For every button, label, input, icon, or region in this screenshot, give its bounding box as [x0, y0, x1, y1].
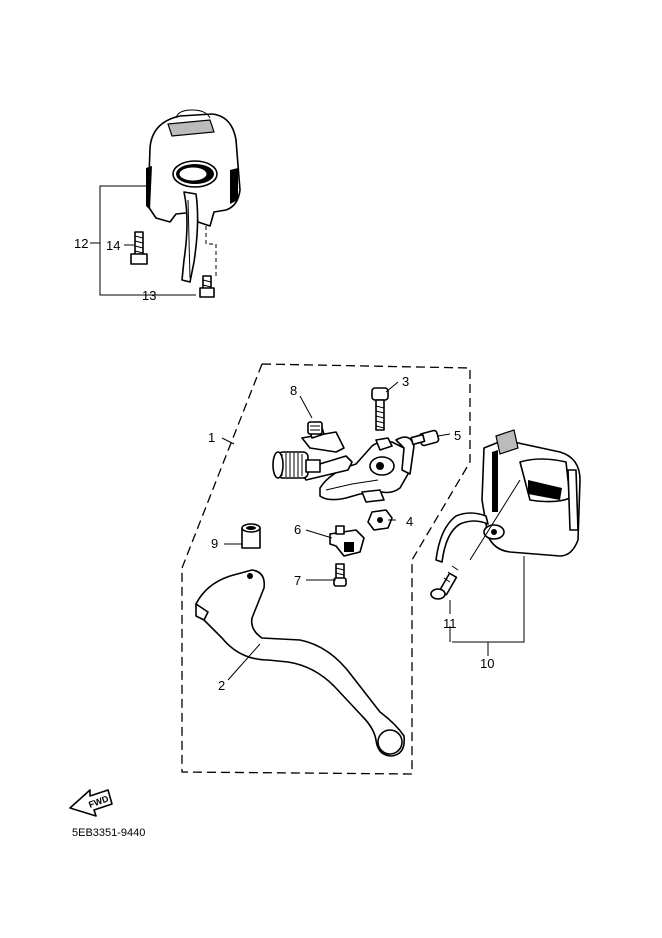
screw-8 — [307, 421, 323, 435]
callout-13: 13 — [142, 288, 156, 303]
collar-9 — [241, 523, 261, 549]
callout-10: 10 — [480, 656, 494, 671]
forward-arrow-icon: FWD — [69, 789, 113, 817]
callout-2: 2 — [218, 678, 225, 693]
callout-11: 11 — [443, 616, 457, 631]
callout-4: 4 — [406, 514, 413, 529]
handlebar-switch-assembly — [146, 109, 241, 283]
switch-housing-10 — [435, 429, 581, 563]
callout-7: 7 — [294, 573, 301, 588]
callout-8: 8 — [290, 383, 297, 398]
screw-5 — [410, 429, 440, 447]
screw-11 — [430, 565, 459, 600]
screw-7 — [333, 563, 347, 587]
callout-12: 12 — [74, 236, 88, 251]
clutch-switch-6 — [329, 525, 365, 557]
callout-5: 5 — [454, 428, 461, 443]
screw-14 — [130, 231, 148, 265]
callout-14: 14 — [106, 238, 120, 253]
bolt-3 — [371, 387, 389, 431]
lever-holder — [272, 421, 415, 503]
callout-1: 1 — [208, 430, 215, 445]
callout-labels: 1 2 3 4 5 6 7 8 9 10 11 12 13 14 — [74, 236, 494, 693]
adjuster-knob — [272, 451, 321, 479]
callout-6: 6 — [294, 522, 301, 537]
callout-3: 3 — [402, 374, 409, 389]
nut-4 — [367, 509, 393, 531]
diagram-code: 5EB3351-9440 — [72, 827, 145, 839]
assembly-boundary — [181, 363, 471, 775]
screw-13 — [199, 275, 215, 298]
callout-9: 9 — [211, 536, 218, 551]
clutch-lever-2 — [195, 569, 406, 757]
